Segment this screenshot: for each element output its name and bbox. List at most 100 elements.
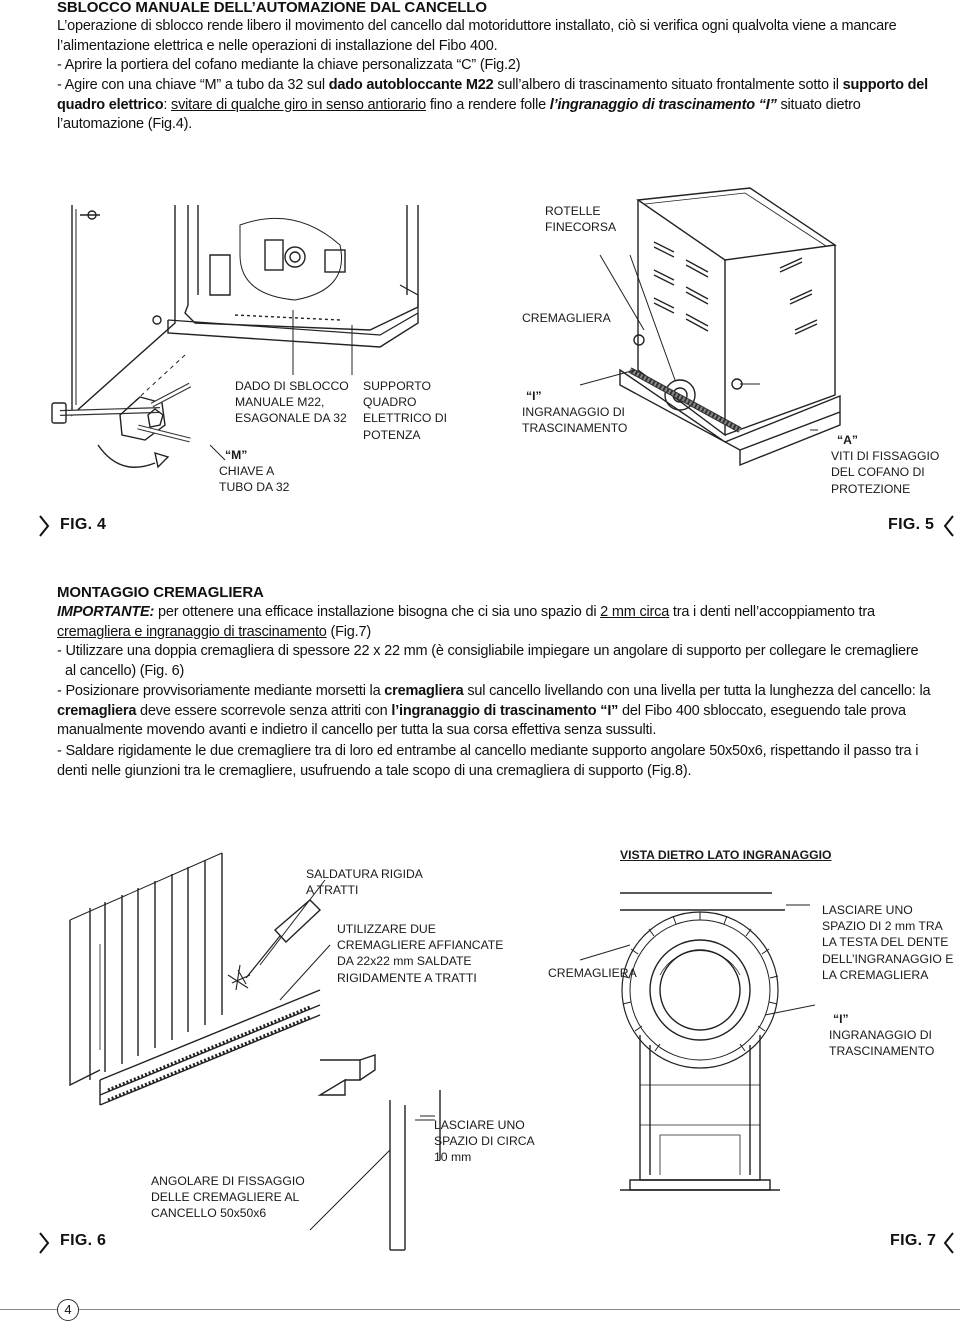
step2-underline-svitare: svitare di qualche giro in senso antiora… [171, 96, 427, 113]
p1-part-a: per ottenere una efficace installazione … [154, 604, 601, 620]
p1-underline-cremagliera: cremagliera e ingranaggio di trascinamen… [57, 623, 327, 640]
p1-part-e: (Fig.7) [326, 623, 372, 640]
util-line-2: CREMAGLIERE AFFIANCATE [337, 938, 504, 953]
dado-line-1: DADO DI SBLOCCO [235, 379, 349, 393]
fig7-label-ingranaggio: “I” INGRANAGGIO DI TRASCINAMENTO [829, 1011, 934, 1060]
step-2: - Agire con una chiave “M” a tubo da 32 … [57, 76, 941, 135]
m-line-3: TUBO DA 32 [219, 480, 290, 495]
page-number: 4 [64, 1302, 72, 1317]
lasc6-line-3: 10 mm [434, 1150, 472, 1165]
lasc7-line-4: DELL’INGRANAGGIO E [822, 951, 954, 966]
lasc7-line-2: SPAZIO DI 2 mm TRA [822, 919, 943, 934]
lasc7-line-3: LA TESTA DEL DENTE [822, 935, 949, 950]
supp-line-1: SUPPORTO [363, 379, 431, 393]
m-line-2: CHIAVE A [219, 464, 275, 479]
step2-part-a: - Agire con una chiave “M” a tubo da 32 … [57, 77, 329, 93]
fig6-label-lasciare: LASCIARE UNO SPAZIO DI CIRCA 10 mm [434, 1117, 535, 1166]
fig5-label-ingranaggio: “I” INGRANAGGIO DI TRASCINAMENTO [522, 388, 627, 437]
util-line-4: RIGIDAMENTE A TRATTI [337, 970, 477, 985]
fig7-label-lasciare: LASCIARE UNO SPAZIO DI 2 mm TRA LA TESTA… [822, 902, 953, 983]
ang-line-1: ANGOLARE DI FISSAGGIO [151, 1174, 305, 1188]
b2-part-c: sul cancello livellando con una livella … [463, 683, 931, 699]
fig6-label-angolare: ANGOLARE DI FISSAGGIO DELLE CREMAGLIERE … [151, 1173, 305, 1222]
m-line-1: “M” [225, 448, 248, 462]
dado-line-2: MANUALE M22, [235, 395, 325, 410]
step2-bold-ingranaggio: l’ingranaggio di trascinamento “I” [549, 96, 777, 113]
ang-line-3: CANCELLO 50x50x6 [151, 1206, 267, 1221]
page-number-badge: 4 [57, 1299, 79, 1321]
fig4-label-chiave: “M” CHIAVE A TUBO DA 32 [219, 447, 289, 496]
bullet-1: - Utilizzare una doppia cremagliera di s… [57, 642, 947, 681]
step-1: - Aprire la portiera del cofano mediante… [57, 57, 521, 73]
section-title-sblocco: SBLOCCO MANUALE DELL’AUTOMAZIONE DAL CAN… [57, 0, 487, 16]
intro-paragraph: L’operazione di sblocco rende libero il … [57, 17, 942, 56]
step2-part-c: sull’albero di trascinamento situato fro… [493, 77, 843, 93]
fig5-caption: FIG. 5 [888, 516, 935, 533]
b2-bold-cremagliera-1: cremagliera [384, 683, 464, 699]
important-paragraph: IMPORTANTE: per ottenere una efficace in… [57, 603, 942, 642]
p1-underline-2mm: 2 mm circa [600, 604, 670, 620]
i7-line-2: INGRANAGGIO DI [829, 1028, 932, 1043]
b2-bold-cremagliera-2: cremagliera [57, 702, 137, 719]
a-line-4: PROTEZIONE [831, 481, 911, 496]
step2-bold-dado: dado autobloccante M22 [328, 77, 494, 93]
fig6-label-saldatura: SALDATURA RIGIDA A TRATTI [306, 866, 423, 898]
supp-line-4: POTENZA [363, 427, 421, 442]
supp-line-3: ELETTRICO DI [363, 411, 447, 426]
i-line-3: TRASCINAMENTO [522, 421, 628, 436]
util-line-3: DA 22x22 mm SALDATE [337, 954, 472, 969]
fig7-label-vista: VISTA DIETRO LATO INGRANAGGIO [620, 848, 832, 862]
b2-part-a: - Posizionare provvisoriamente mediante … [57, 683, 385, 699]
dado-line-3: ESAGONALE DA 32 [235, 411, 347, 426]
fig7-label-cremagliera: CREMAGLIERA [548, 966, 637, 980]
supp-line-2: QUADRO [363, 395, 417, 410]
lasc6-line-2: SPAZIO DI CIRCA [434, 1134, 535, 1149]
sald-line-1: SALDATURA RIGIDA [306, 867, 423, 881]
a-line-1: “A” [837, 433, 858, 447]
a-line-2: VITI DI FISSAGGIO [831, 449, 940, 464]
fig6-label-utilizzare: UTILIZZARE DUE CREMAGLIERE AFFIANCATE DA… [337, 921, 503, 986]
i-line-2: INGRANAGGIO DI [522, 405, 625, 420]
intro-text: L’operazione di sblocco rende libero il … [57, 18, 897, 54]
b2-part-e: deve essere scorrevole senza attriti con [136, 702, 392, 719]
ang-line-2: DELLE CREMAGLIERE AL [151, 1190, 300, 1205]
fig7-drawing [579, 885, 816, 1235]
fig4-drawing [40, 195, 470, 495]
step2-part-i: situato dietro l’automazione (Fig.4). [57, 96, 861, 133]
step2-bold-supporto: supporto del quadro elettrico [57, 77, 928, 113]
fig5-label-rotelle: ROTELLE FINECORSA [545, 203, 616, 235]
util-line-1: UTILIZZARE DUE [337, 922, 436, 936]
b2-bold-ingranaggio: l’ingranaggio di trascinamento “I” [391, 702, 619, 719]
rotelle-line-2: FINECORSA [545, 220, 617, 235]
bullet-3: - Saldare rigidamente le due cremagliere… [57, 743, 919, 779]
step2-part-g: fino a rendere folle [426, 96, 550, 113]
lasc6-line-1: LASCIARE UNO [434, 1118, 525, 1132]
footer-rule [0, 1309, 960, 1310]
fig7-arrow-icon [943, 1231, 955, 1260]
b2-part-g: del Fibo 400 sbloccato, eseguendo tale p… [57, 702, 906, 739]
section-title-montaggio: MONTAGGIO CREMAGLIERA [57, 584, 264, 601]
fig6-drawing [60, 850, 490, 1260]
a-line-3: DEL COFANO DI [831, 465, 925, 480]
fig4-label-supporto: SUPPORTO QUADRO ELETTRICO DI POTENZA [363, 378, 447, 443]
fig4-caption: FIG. 4 [60, 516, 107, 533]
bullet1-line-1: - Utilizzare una doppia cremagliera di s… [57, 643, 919, 659]
fig6-arrow-icon [38, 1231, 50, 1260]
fig5-label-viti: “A” VITI DI FISSAGGIO DEL COFANO DI PROT… [831, 432, 939, 497]
lasc7-line-5: LA CREMAGLIERA [822, 967, 929, 982]
fig4-label-dado: DADO DI SBLOCCO MANUALE M22, ESAGONALE D… [235, 378, 349, 427]
bullet1-line-2: al cancello) (Fig. 6) [65, 662, 185, 679]
bullet-2: - Posizionare provvisoriamente mediante … [57, 682, 942, 741]
fig5-drawing [579, 180, 850, 480]
fig5-arrow-icon [943, 514, 955, 543]
i7-line-3: TRASCINAMENTO [829, 1044, 935, 1059]
sald-line-2: A TRATTI [306, 883, 359, 898]
fig5-label-cremagliera: CREMAGLIERA [522, 311, 611, 325]
i-line-1: “I” [526, 389, 542, 403]
fig7-caption: FIG. 7 [890, 1232, 937, 1249]
step2-part-e: : [163, 96, 172, 113]
p1-part-c: tra i denti nell’accoppiamento tra [669, 604, 875, 620]
fig4-arrow-icon [38, 514, 50, 543]
rotelle-line-1: ROTELLE [545, 204, 601, 218]
fig6-caption: FIG. 6 [60, 1232, 107, 1249]
